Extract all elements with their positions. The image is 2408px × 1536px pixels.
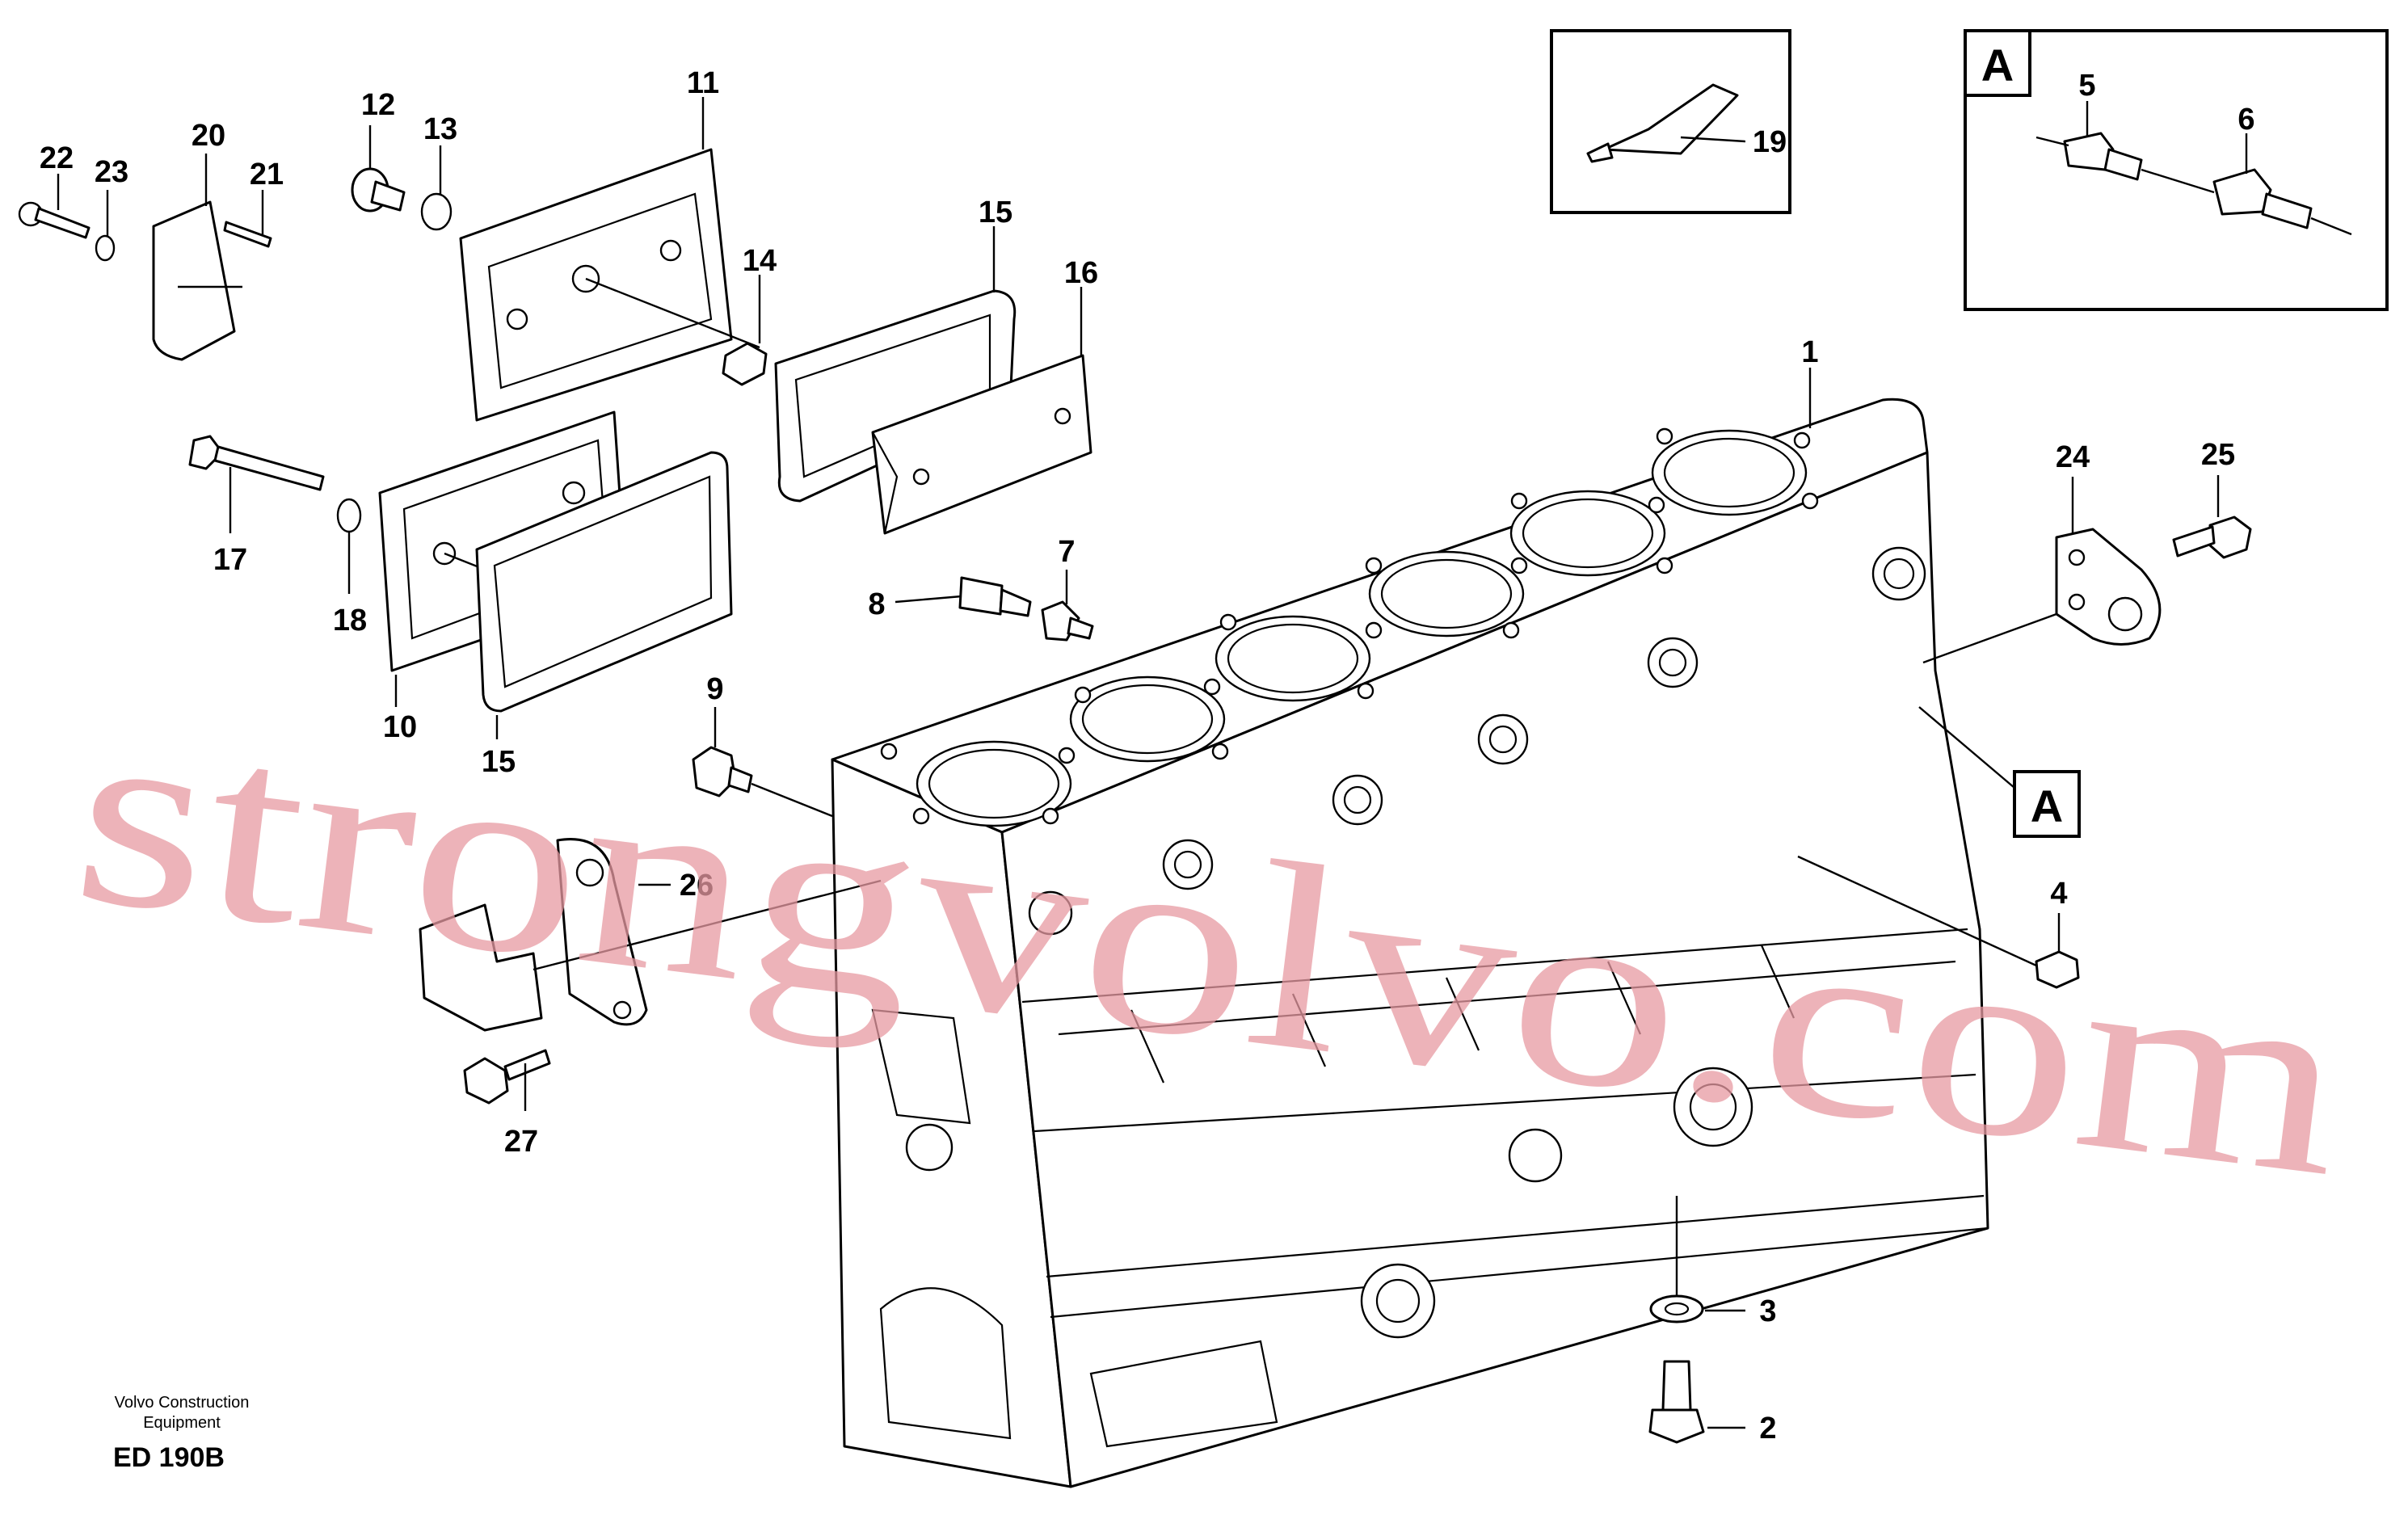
part-14-nut <box>722 342 768 386</box>
part-labels: 1 2 3 4 5 6 7 8 9 10 11 12 13 14 15 15 1… <box>40 40 2255 1446</box>
label-5: 5 <box>2078 69 2095 103</box>
part-24-bracket <box>1922 528 2162 664</box>
detail-box-sealant <box>1550 29 1791 214</box>
part-3-washer <box>1649 1196 1704 1323</box>
label-6: 6 <box>2238 103 2254 137</box>
part-18-washer <box>336 498 362 533</box>
footer-company-line2: Equipment <box>143 1414 221 1432</box>
label-15-upper: 15 <box>979 196 1012 229</box>
label-19: 19 <box>1753 125 1787 159</box>
label-13: 13 <box>423 112 457 146</box>
part-22-bolt <box>18 201 91 239</box>
part-26-bracket <box>419 838 882 1032</box>
label-23: 23 <box>95 155 128 189</box>
part-16-plate <box>871 354 1092 535</box>
label-7: 7 <box>1058 535 1075 569</box>
side-plugs <box>1028 546 1926 1339</box>
label-2: 2 <box>1759 1412 1776 1446</box>
label-20: 20 <box>192 119 225 153</box>
footer-company-line1: Volvo Construction <box>115 1394 250 1412</box>
part-7-plug <box>1041 600 1094 642</box>
label-4: 4 <box>2050 877 2067 911</box>
footer: Volvo Construction Equipment ED 190B <box>113 1394 249 1473</box>
part-27-bolt <box>463 1049 551 1105</box>
label-22: 22 <box>40 141 74 175</box>
label-11: 11 <box>687 66 719 100</box>
part-2-bolt <box>1648 1360 1705 1444</box>
callout-a-letter: A <box>2031 781 2063 831</box>
label-25: 25 <box>2201 438 2235 472</box>
drawing-code: ED 190B <box>113 1442 225 1473</box>
label-18: 18 <box>333 604 367 638</box>
deck-bolt-holes <box>880 427 1819 825</box>
label-10: 10 <box>383 710 417 744</box>
detail-box-a-letter: A <box>1981 40 2014 90</box>
part-8-sender <box>958 576 1032 617</box>
label-21: 21 <box>250 158 284 191</box>
label-12: 12 <box>361 88 395 122</box>
part-4-plug <box>1797 855 2080 989</box>
part-17-bolt <box>188 435 325 491</box>
label-3: 3 <box>1759 1294 1776 1328</box>
label-16: 16 <box>1064 256 1098 290</box>
part-9-plug <box>692 746 833 818</box>
part-21-pin <box>223 221 272 248</box>
label-27: 27 <box>504 1125 538 1159</box>
part-23-washer <box>95 234 116 262</box>
label-14: 14 <box>743 244 777 278</box>
callout-a <box>1918 706 2081 838</box>
label-8: 8 <box>868 587 885 621</box>
label-26: 26 <box>680 869 714 903</box>
part-15-gasket-lower <box>475 451 733 713</box>
part-20-cover <box>152 200 242 361</box>
part-11-cover <box>459 148 760 422</box>
part-25-bolt <box>2172 516 2252 559</box>
label-1: 1 <box>1801 335 1818 369</box>
label-24: 24 <box>2056 440 2090 474</box>
label-9: 9 <box>706 672 723 706</box>
cylinder-block <box>831 398 1989 1488</box>
label-17: 17 <box>213 543 247 577</box>
label-15-lower: 15 <box>482 745 516 779</box>
leader-lines <box>57 97 2248 1429</box>
part-13-seal <box>420 192 453 231</box>
detail-box-a <box>1964 29 2389 311</box>
part-12-plug <box>351 167 406 213</box>
